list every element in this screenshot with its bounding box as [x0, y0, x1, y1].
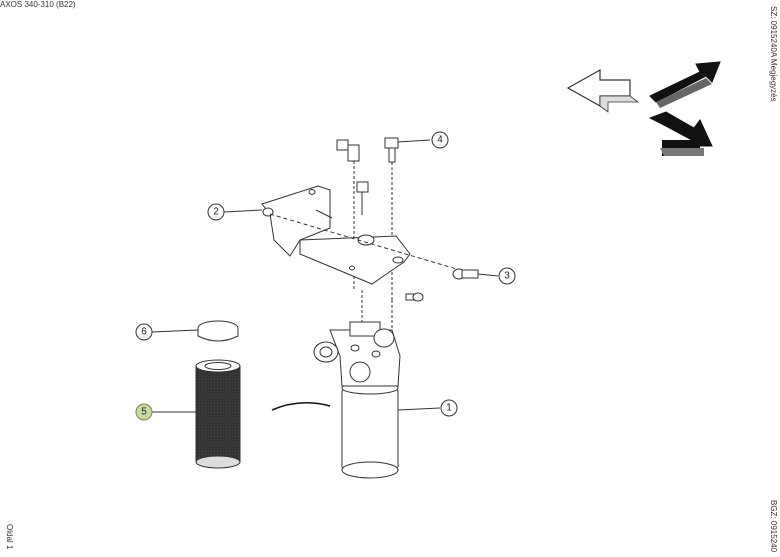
outline-arrow-left-icon[interactable]: [566, 68, 640, 113]
seal-ring-part: [197, 320, 239, 342]
hose-line: [271, 402, 331, 411]
filter-element-part: [195, 359, 241, 469]
solid-arrow-down-right-icon[interactable]: [648, 111, 713, 156]
bracket-part: [261, 185, 461, 285]
callout-2[interactable]: 2: [207, 203, 225, 221]
svg-text:1: 1: [446, 403, 452, 414]
callout-6[interactable]: 6: [135, 323, 153, 341]
callout-5[interactable]: 5: [135, 403, 153, 421]
leader-lines: [151, 139, 499, 413]
svg-text:3: 3: [504, 271, 510, 282]
callout-3[interactable]: 3: [498, 267, 516, 285]
filter-housing-part: [313, 290, 401, 479]
solid-arrow-up-right-icon[interactable]: [649, 61, 721, 108]
svg-text:5: 5: [141, 407, 147, 418]
svg-text:4: 4: [437, 135, 443, 146]
svg-text:2: 2: [213, 207, 219, 218]
svg-text:6: 6: [141, 327, 147, 338]
document-reference: AXOS 340-310 (B22): [0, 0, 76, 9]
screw-part: [405, 268, 479, 302]
callout-1[interactable]: 1: [440, 399, 458, 417]
callout-4[interactable]: 4: [431, 131, 449, 149]
